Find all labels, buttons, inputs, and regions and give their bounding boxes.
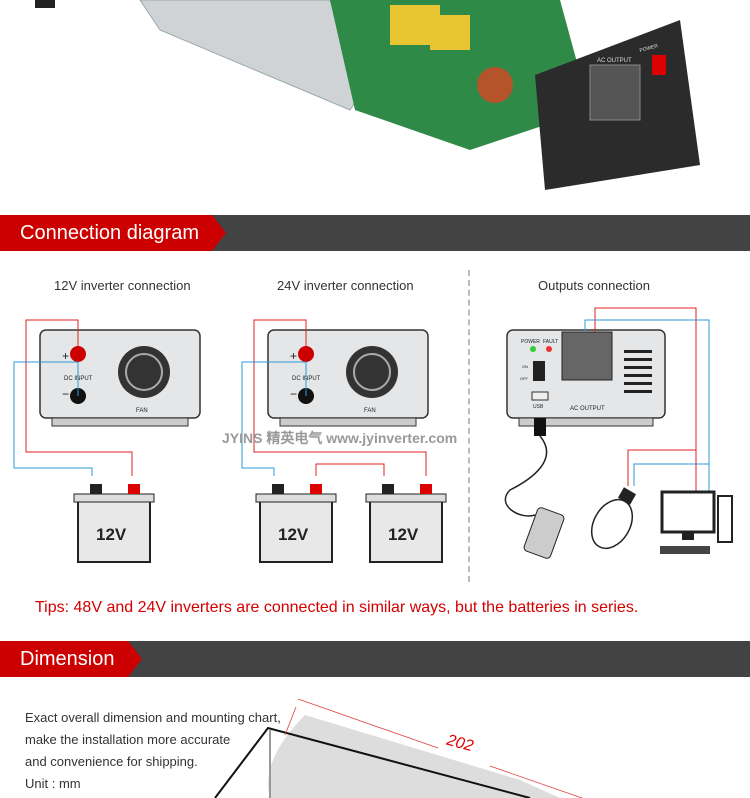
- battery-24v-1: 12V: [255, 483, 337, 563]
- svg-text:+: +: [290, 349, 297, 363]
- dimension-drawing: 202: [214, 698, 584, 798]
- svg-text:AC OUTPUT: AC OUTPUT: [570, 406, 605, 412]
- wire-negative: [13, 361, 93, 476]
- inverter-12v: + − DC INPUT FAN: [39, 329, 201, 427]
- svg-text:+: +: [62, 349, 69, 363]
- svg-text:−: −: [290, 387, 297, 401]
- connection-section-title: Connection diagram: [0, 215, 226, 251]
- dimension-desc-line-2: make the installation more accurate: [25, 732, 231, 747]
- column-divider: [468, 270, 470, 582]
- connection-section-header: Connection diagram: [0, 215, 750, 251]
- heatsink-fin: [268, 715, 560, 798]
- heatsink: [139, 0, 361, 111]
- svg-text:USB: USB: [533, 404, 544, 410]
- svg-text:ON: ON: [522, 364, 528, 369]
- connection-diagram: + − DC INPUT FAN 12V + − DC INPUT FAN 12…: [13, 307, 733, 563]
- column-title-outputs: Outputs connection: [538, 278, 651, 293]
- wire-positive: [25, 319, 133, 476]
- column-title-12v: 12V inverter connection: [54, 278, 191, 293]
- battery-12v: 12V: [73, 483, 155, 563]
- ac-socket: [589, 64, 641, 121]
- power-switch: [652, 55, 666, 75]
- switch-label: POWER: [639, 43, 659, 54]
- socket-label: AC OUTPUT: [597, 58, 632, 64]
- usb-cable: [504, 435, 548, 517]
- svg-text:12V: 12V: [278, 525, 309, 544]
- svg-text:POWER: POWER: [521, 339, 540, 345]
- svg-text:FAN: FAN: [364, 408, 376, 414]
- dimension-section-header: Dimension: [0, 641, 750, 677]
- svg-text:FAULT: FAULT: [543, 339, 558, 345]
- svg-text:−: −: [62, 387, 69, 401]
- column-title-24v: 24V inverter connection: [277, 278, 414, 293]
- phone-icon: [523, 507, 565, 559]
- bulb-icon: [590, 487, 637, 549]
- svg-text:12V: 12V: [388, 525, 419, 544]
- inductor-coil: [477, 67, 513, 103]
- product-photo: AC OUTPUT POWER: [35, 0, 700, 190]
- inverter-24v: + − DC INPUT FAN: [267, 329, 429, 427]
- watermark: JYINS 精英电气 www.jyinverter.com: [222, 430, 457, 446]
- dimension-unit: Unit : mm: [25, 776, 81, 791]
- tips-text: Tips: 48V and 24V inverters are connecte…: [35, 599, 639, 616]
- svg-text:12V: 12V: [96, 525, 127, 544]
- length-value: 202: [444, 732, 475, 756]
- inverter-outputs: POWER FAULT ON OFF USB AC OUTPUT: [506, 329, 666, 427]
- case-outline: [214, 726, 531, 798]
- svg-text:OFF: OFF: [520, 376, 529, 381]
- dimension-line: [297, 698, 439, 749]
- dimension-section-title: Dimension: [0, 641, 142, 677]
- fan-label: FAN: [136, 408, 148, 414]
- computer-icon: [660, 490, 733, 554]
- battery-24v-2: 12V: [365, 483, 447, 563]
- dimension-desc-line-3: and convenience for shipping.: [25, 754, 198, 769]
- dimension-desc-line-1: Exact overall dimension and mounting cha…: [25, 710, 281, 725]
